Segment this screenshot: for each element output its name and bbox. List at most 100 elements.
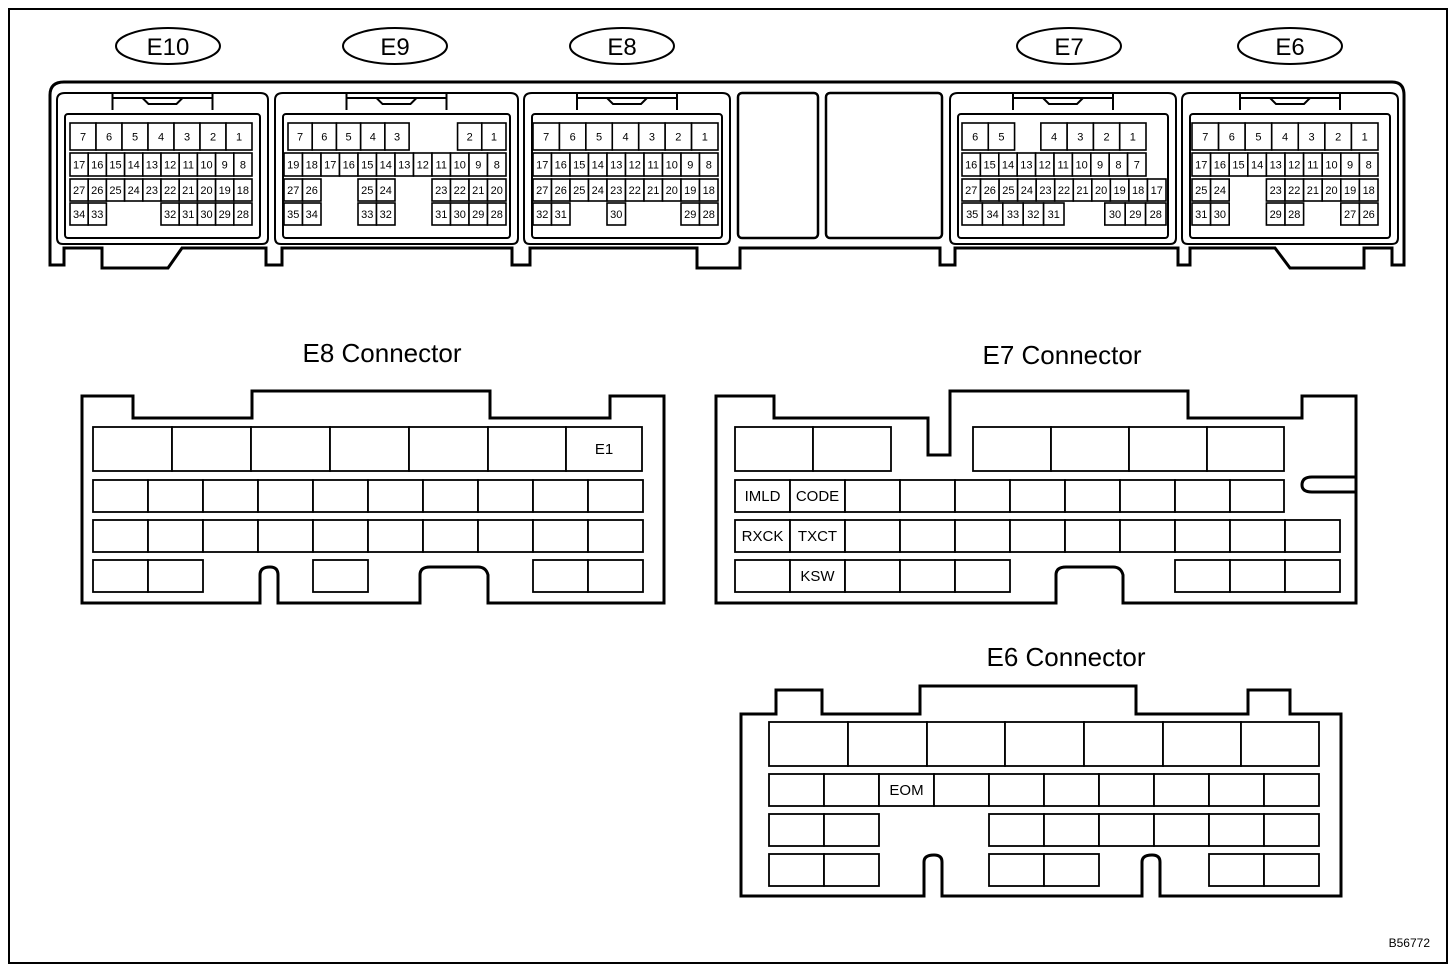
pin-number: 7 <box>297 132 303 144</box>
pin-number: 6 <box>1229 132 1235 144</box>
terminal-cell <box>1229 519 1286 553</box>
pin-number: 9 <box>475 160 481 172</box>
terminal-cell <box>1128 426 1208 472</box>
pin-number: 25 <box>1002 185 1014 197</box>
pin-cell <box>532 122 561 151</box>
pin-number: 23 <box>610 185 622 197</box>
pin-number: 31 <box>435 209 447 221</box>
pin-cell <box>456 122 483 151</box>
pin-number: 13 <box>398 160 410 172</box>
pin-number: 5 <box>132 132 138 144</box>
pin-number: 2 <box>1104 132 1110 144</box>
connector-housing-e10 <box>56 92 269 245</box>
connector-oval-e10: E10 <box>115 27 221 65</box>
terminal-cell <box>1208 813 1265 847</box>
terminal-cell <box>1009 519 1066 553</box>
pin-cell <box>987 122 1016 151</box>
e7-connector-title: E7 Connector <box>983 340 1142 370</box>
terminal-cell <box>1263 813 1320 847</box>
terminal-cell <box>92 426 173 472</box>
pin-number: 22 <box>454 185 466 197</box>
terminal-cell <box>408 426 489 472</box>
pin-cell <box>698 202 719 226</box>
pin-number: 14 <box>380 160 392 172</box>
pin-cell <box>1209 202 1230 226</box>
terminal-cell <box>1043 813 1100 847</box>
pin-number: 21 <box>472 185 484 197</box>
pin-number: 25 <box>109 185 121 197</box>
terminal-cell <box>1064 479 1121 513</box>
terminal-cell <box>92 479 149 513</box>
oval-outline <box>115 27 221 65</box>
oval-label: E8 <box>607 34 636 61</box>
pin-number: 28 <box>491 209 503 221</box>
latch-e6 <box>1239 93 1341 110</box>
terminal-label: TXCT <box>798 528 837 545</box>
terminal-cell <box>899 559 956 593</box>
pin-number: 18 <box>306 160 318 172</box>
pin-number: 34 <box>986 209 998 221</box>
latch-e10 <box>111 93 214 110</box>
pin-number: 28 <box>1288 209 1300 221</box>
connector-oval-e7: E7 <box>1016 27 1122 65</box>
pin-number: 7 <box>1134 160 1140 172</box>
pin-number: 15 <box>573 160 585 172</box>
terminal-cell <box>367 519 424 553</box>
terminal-cell <box>92 559 149 593</box>
pin-cell <box>147 122 175 151</box>
pin-number: 20 <box>1095 185 1107 197</box>
pin-number: 15 <box>109 160 121 172</box>
terminal-cell <box>1174 479 1231 513</box>
terminal-label: EOM <box>889 782 923 799</box>
pin-number: 12 <box>629 160 641 172</box>
e6-connector-pins: EOM <box>768 721 1320 887</box>
pin-number: 18 <box>1132 185 1144 197</box>
pin-cell <box>611 122 640 151</box>
pin-number: 12 <box>1039 160 1051 172</box>
pin-number: 21 <box>647 185 659 197</box>
oval-outline <box>1016 27 1122 65</box>
pin-number: 2 <box>210 132 216 144</box>
pin-cell <box>486 202 507 226</box>
pin-number: 16 <box>965 160 977 172</box>
terminal-cell <box>1004 721 1085 767</box>
pin-number: 31 <box>1048 209 1060 221</box>
terminal-cell <box>257 479 314 513</box>
pin-number: 32 <box>536 209 548 221</box>
pin-area-e9 <box>282 113 511 239</box>
pin-cell <box>698 178 719 202</box>
pin-number: 32 <box>1027 209 1039 221</box>
blank-block-left <box>736 91 820 240</box>
terminal-cell <box>1043 773 1100 807</box>
pin-number: 21 <box>1076 185 1088 197</box>
pin-area-e10 <box>64 113 261 239</box>
terminal-cell <box>1153 773 1210 807</box>
pin-number: 29 <box>1129 209 1141 221</box>
pin-number: 1 <box>1130 132 1136 144</box>
pin-cell <box>1358 152 1379 177</box>
pin-number: 24 <box>380 185 392 197</box>
terminal-label: KSW <box>800 568 835 585</box>
pin-number: 15 <box>983 160 995 172</box>
terminal-cell <box>477 479 534 513</box>
pin-number: 31 <box>182 209 194 221</box>
pin-number: 34 <box>306 209 318 221</box>
pin-number: 30 <box>200 209 212 221</box>
diagram-border <box>8 8 1448 964</box>
e6-connector-detail: E6 Connector EOM <box>739 642 1343 898</box>
terminal-cell <box>823 773 880 807</box>
oval-label: E10 <box>147 34 190 61</box>
pin-number: 20 <box>666 185 678 197</box>
terminal-label: CODE <box>796 488 839 505</box>
pin-number: 24 <box>592 185 604 197</box>
pin-number: 31 <box>555 209 567 221</box>
pin-cell <box>233 152 253 177</box>
pin-cell <box>1217 122 1246 151</box>
terminal-cell <box>878 773 935 807</box>
pin-number: 14 <box>1002 160 1014 172</box>
pin-number: 28 <box>703 209 715 221</box>
terminal-cell <box>1263 853 1320 887</box>
oval-label: E6 <box>1275 34 1304 61</box>
